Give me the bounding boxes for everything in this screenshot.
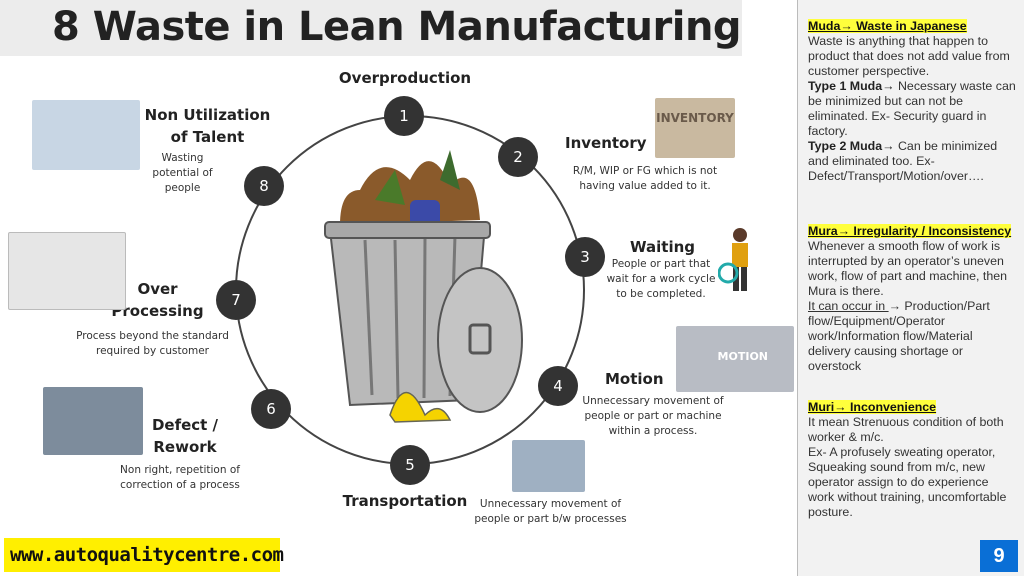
waste-label-defect-rework: Defect / Rework <box>151 416 219 456</box>
muda-section: Muda→ Waste in Japanese Waste is anythin… <box>808 19 1018 184</box>
page-number: 9 <box>980 540 1018 572</box>
type1-text: Necessary waste can be minimized but can… <box>808 79 1016 138</box>
waste-number-2: 2 <box>498 137 538 177</box>
waste-number-7: 7 <box>216 280 256 320</box>
office-people-image <box>32 100 140 170</box>
waste-label-non-utilization-of-talent: Non Utilization of Talent <box>144 106 271 146</box>
mura-occur-label: It can occur in <box>808 299 889 313</box>
waiting-person-image <box>718 228 748 291</box>
waste-number-4: 4 <box>538 366 578 406</box>
mura-heading: Mura→ Irregularity / Inconsistency <box>808 224 1012 238</box>
waste-label-over-processing: Over Processing <box>111 280 204 320</box>
waste-label-inventory: Inventory <box>565 134 647 152</box>
trucks-image <box>512 440 585 492</box>
over-processing-sketch-image <box>8 232 126 310</box>
mura-section: Mura→ Irregularity / Inconsistency Whene… <box>808 224 1018 374</box>
inventory-boxes-image: INVENTORY <box>655 98 735 158</box>
type2-label: Type 2 Muda→ <box>808 139 895 153</box>
waste-label-motion: Motion <box>605 370 664 388</box>
waste-desc-inventory: R/M, WIP or FG which is not having value… <box>572 165 718 192</box>
waste-label-transportation: Transportation <box>342 492 468 510</box>
waste-desc-motion: Unnecessary movement of people or part o… <box>582 395 724 437</box>
mura-occur-text: → Production/Part flow/Equipment/Operato… <box>808 299 990 373</box>
waste-number-6: 6 <box>251 389 291 429</box>
muda-heading: Muda→ Waste in Japanese <box>808 19 967 33</box>
defect-repair-image <box>43 387 143 455</box>
waste-desc-waiting: People or part that wait for a work cycl… <box>606 258 716 300</box>
waste-desc-transportation: Unnecessary movement of people or part b… <box>474 498 627 525</box>
waste-desc-over-processing: Process beyond the standard required by … <box>76 330 229 357</box>
waste-number-5: 5 <box>390 445 430 485</box>
waste-label-overproduction: Overproduction <box>338 69 472 87</box>
waste-number-1: 1 <box>384 96 424 136</box>
title-bar <box>0 0 742 56</box>
muri-heading: Muri→ Inconvenience <box>808 400 937 414</box>
mura-text: Whenever a smooth flow of work is interr… <box>808 239 1008 298</box>
type1-label: Type 1 Muda→ <box>808 79 895 93</box>
muri-text: It mean Strenuous condition of both work… <box>808 415 1004 444</box>
type2-text: Can be minimized and eliminated too. Ex-… <box>808 139 998 183</box>
motion-image: MOTION <box>676 326 794 392</box>
waste-number-8: 8 <box>244 166 284 206</box>
website-link[interactable]: www.autoqualitycentre.com <box>4 538 284 572</box>
waste-number-3: 3 <box>565 237 605 277</box>
muri-example: Ex- A profusely sweating operator, Squea… <box>808 445 1007 519</box>
muda-text: Waste is anything that happen to product… <box>808 34 1010 78</box>
page-title: 8 Waste in Lean Manufacturing <box>52 4 742 50</box>
waste-desc-defect-rework: Non right, repetition of correction of a… <box>120 464 240 491</box>
waste-desc-non-utilization-of-talent: Wasting potential of people <box>152 152 213 194</box>
muri-section: Muri→ Inconvenience It mean Strenuous co… <box>808 400 1018 520</box>
trash-can-illustration <box>324 150 523 423</box>
waste-label-waiting: Waiting <box>630 238 696 256</box>
definitions-panel: Muda→ Waste in Japanese Waste is anythin… <box>797 0 1024 576</box>
